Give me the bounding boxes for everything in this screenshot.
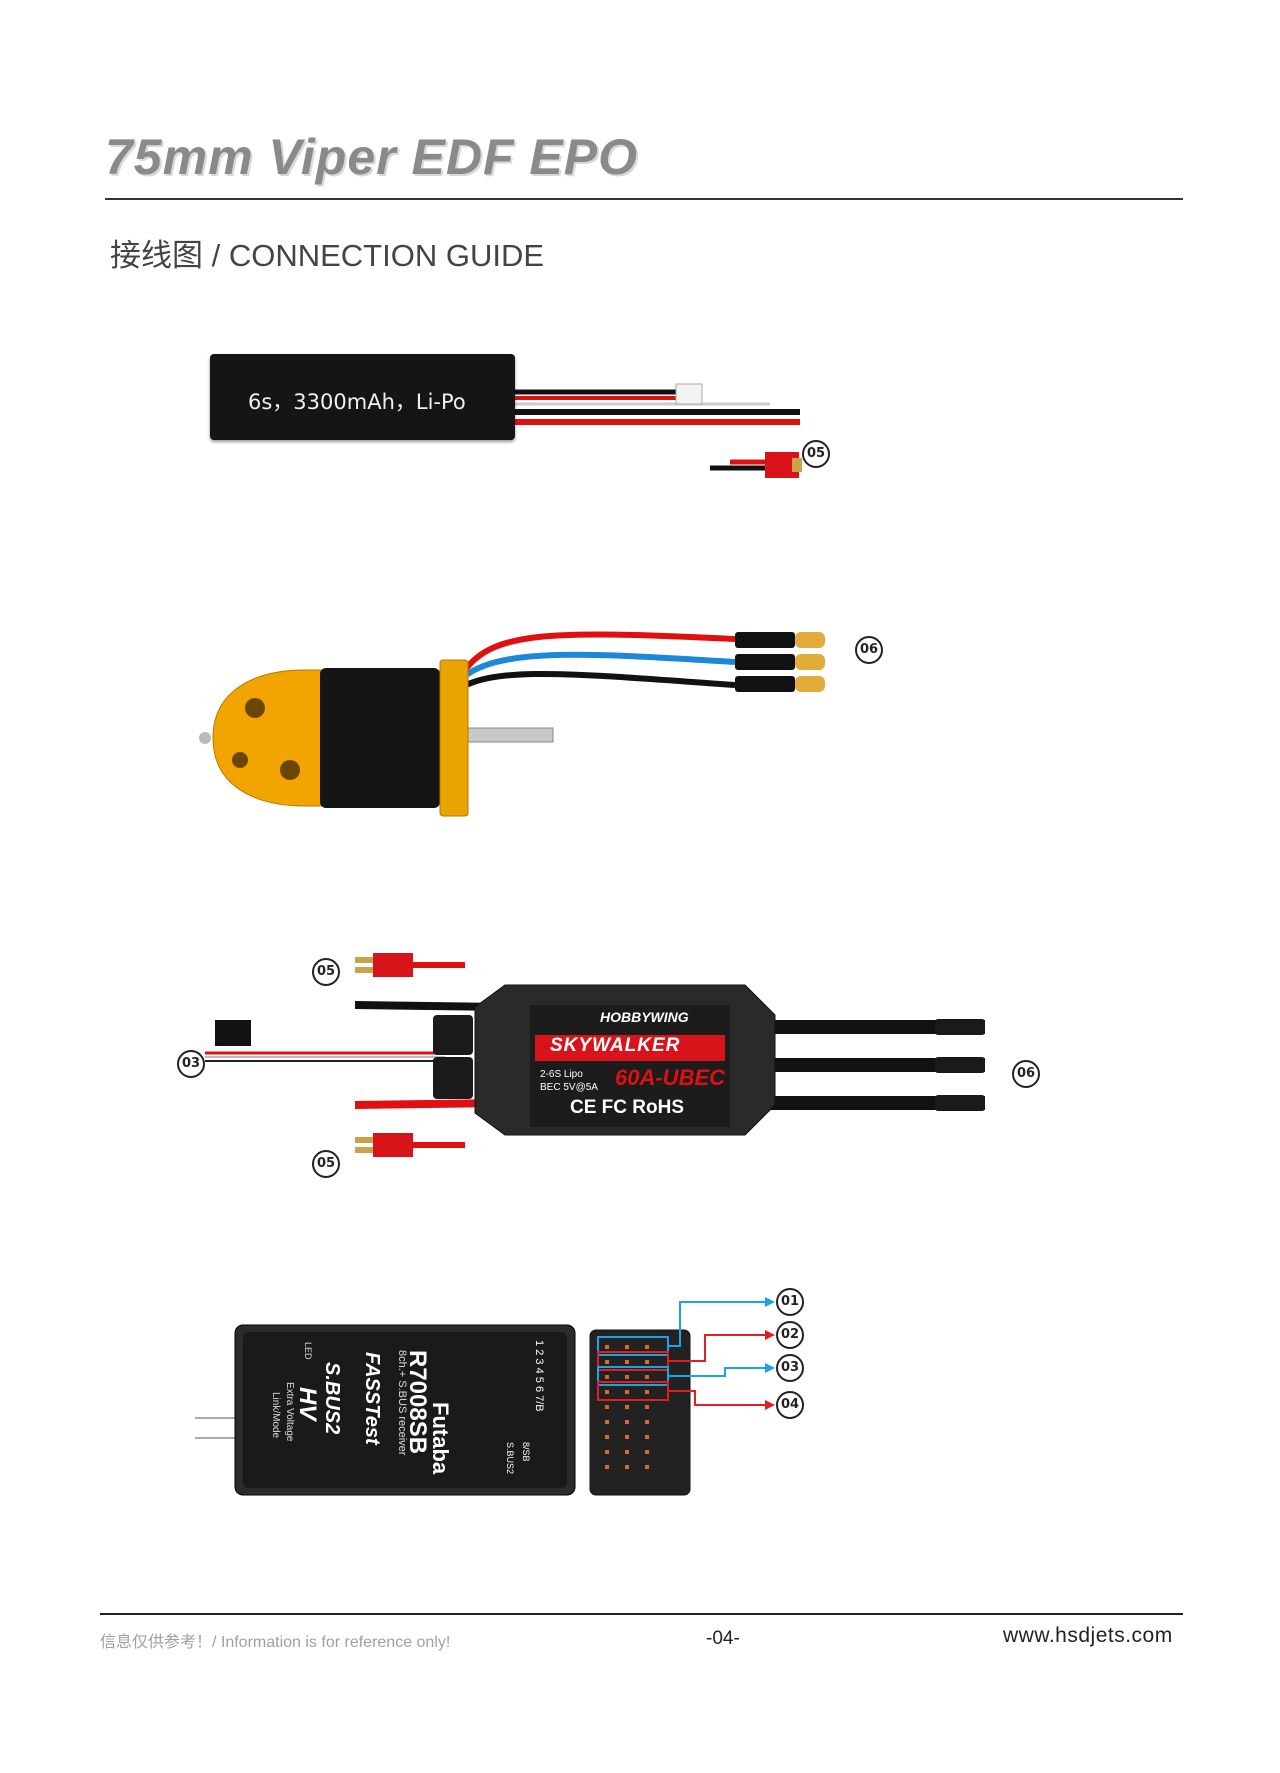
- esc-brand: HOBBYWING: [600, 1009, 689, 1025]
- brushless-motor: [195, 610, 895, 830]
- website-url: www.hsdjets.com: [1003, 1624, 1173, 1647]
- channel-label: 3: [533, 1358, 545, 1365]
- receiver-protocol: FASSTest: [361, 1352, 383, 1445]
- receiver-sbus2-port: S.BUS2: [505, 1442, 515, 1475]
- receiver-label-panel: Futaba R7008SB 8ch.+ S.BUS receiver FASS…: [243, 1332, 567, 1488]
- channel-label: 6: [533, 1385, 545, 1393]
- callout-esc-battery-top: 05: [312, 958, 340, 986]
- esc-assembly: HOBBYWING SKYWALKER 2-6S Lipo BEC 5V@5A …: [205, 935, 1005, 1175]
- channel-label: 7/B: [533, 1395, 545, 1412]
- receiver-link-mode: Link/Mode: [270, 1392, 281, 1439]
- callout-channel-3: 03: [776, 1354, 804, 1382]
- callout-battery-connector: 05: [802, 440, 830, 468]
- battery-assembly: 6s，3300mAh，Li-Po: [210, 350, 830, 500]
- esc-certifications: CE FC RoHS: [570, 1097, 684, 1118]
- page-number: -04-: [706, 1628, 740, 1649]
- callout-motor-connectors: 06: [855, 636, 883, 664]
- battery-label: 6s，3300mAh，Li-Po: [248, 390, 466, 414]
- receiver-channel-labels: 1 2 3 4 5 6 7/B: [533, 1340, 545, 1412]
- receiver-channel-8-label: 8/SB: [521, 1442, 531, 1462]
- callout-channel-2: 02: [776, 1321, 804, 1349]
- callout-channel-4: 04: [776, 1391, 804, 1419]
- esc-model: SKYWALKER: [550, 1035, 681, 1056]
- receiver-subtitle: 8ch.+ S.BUS receiver: [396, 1350, 408, 1456]
- channel-label: 1: [533, 1340, 545, 1347]
- receiver-extra-voltage: Extra Voltage: [284, 1382, 295, 1442]
- channel-label: 5: [533, 1376, 545, 1383]
- callout-esc-battery-bottom: 05: [312, 1150, 340, 1178]
- callout-channel-1: 01: [776, 1288, 804, 1316]
- document-title: 75mm Viper EDF EPO: [105, 129, 638, 185]
- title-divider: [105, 198, 1183, 200]
- footer-disclaimer: 信息仅供参考！/ Information is for reference on…: [100, 1634, 451, 1651]
- section-title: 接线图 / CONNECTION GUIDE: [110, 238, 545, 273]
- callout-esc-signal: 03: [177, 1050, 205, 1078]
- callout-esc-motor: 06: [1012, 1060, 1040, 1088]
- esc-specs-line2: BEC 5V@5A: [540, 1082, 598, 1093]
- receiver-bus: S.BUS2: [321, 1362, 343, 1435]
- esc-specs-line1: 2-6S Lipo: [540, 1069, 583, 1080]
- channel-label: 2: [533, 1349, 545, 1356]
- battery-pack: 6s，3300mAh，Li-Po: [210, 354, 515, 440]
- receiver-hv: HV: [294, 1387, 321, 1421]
- receiver-assembly: Futaba R7008SB 8ch.+ S.BUS receiver FASS…: [195, 1280, 795, 1530]
- esc-rating: 60A-UBEC: [615, 1065, 726, 1090]
- footer-divider: [100, 1613, 1183, 1615]
- receiver-led-label: LED: [303, 1342, 313, 1360]
- channel-label: 4: [533, 1367, 545, 1374]
